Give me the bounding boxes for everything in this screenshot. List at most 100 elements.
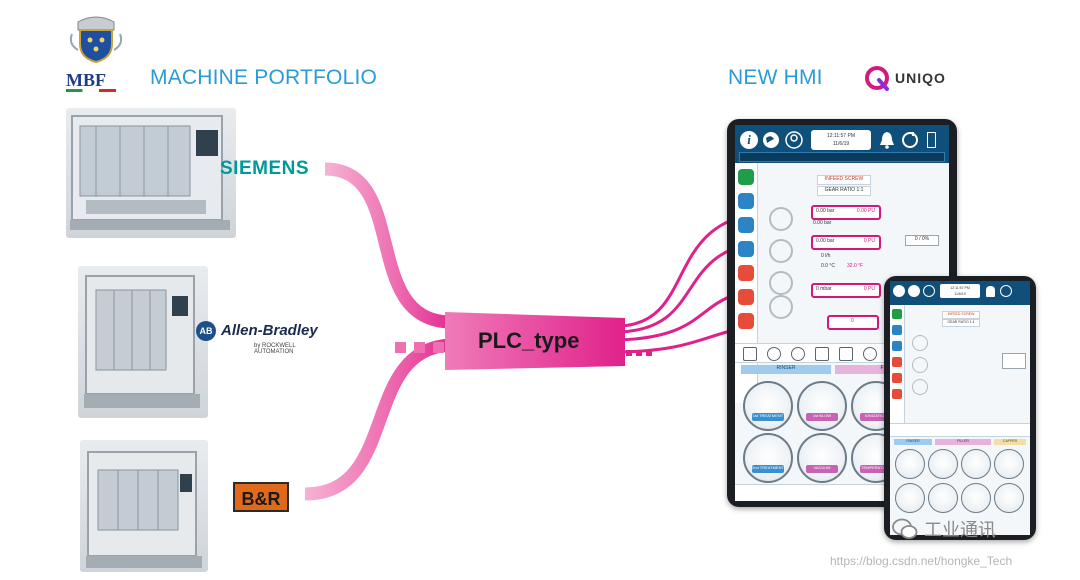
tool-icon-3[interactable] <box>791 347 805 361</box>
info-icon[interactable]: i <box>740 131 758 149</box>
extra-row-1: 0 l/h <box>821 253 831 259</box>
tool-icon-6[interactable] <box>863 347 877 361</box>
new-hmi-title: NEW HMI <box>728 66 823 89</box>
sidebar-button-5[interactable] <box>738 265 754 281</box>
uniqo-q-icon <box>865 66 889 91</box>
small-sidebar <box>890 305 905 435</box>
hmi-screen-small: 12:11:57 PM 11/6/19 INFEED SCREW GEAR RA… <box>890 281 1030 535</box>
user-icon[interactable] <box>785 131 803 149</box>
tool-icon-2[interactable] <box>767 347 781 361</box>
small-hmi-time: 12:11:57 PM <box>950 286 970 290</box>
wechat-watermark-text: 工业通讯 <box>924 520 996 541</box>
small-side-btn-5[interactable] <box>892 373 902 383</box>
hmi-tablet-small: 12:11:57 PM 11/6/19 INFEED SCREW GEAR RA… <box>884 276 1036 540</box>
small-clock-box: 12:11:57 PM 11/6/19 <box>940 284 980 298</box>
small-gauge-3 <box>961 449 991 479</box>
small-gauge-7 <box>961 483 991 513</box>
clock-box: 12:11:57 PM 11/6/19 <box>811 130 871 150</box>
small-side-btn-2[interactable] <box>892 325 902 335</box>
tool-icon-1[interactable] <box>743 347 757 361</box>
sidebar-button-4[interactable] <box>738 241 754 257</box>
globe-icon[interactable] <box>762 131 780 149</box>
small-valve-3 <box>912 379 928 395</box>
small-tab-filler[interactable]: FILLER <box>935 439 991 445</box>
ratio-box: 0 / 0% <box>905 235 939 246</box>
value-row-4: 0 <box>827 315 879 330</box>
machine-image-2 <box>78 266 208 418</box>
value-row-1b: 0.00 bar <box>813 220 832 226</box>
valve-icon-4 <box>769 295 793 319</box>
small-side-btn-6[interactable] <box>892 389 902 399</box>
tool-icon-5[interactable] <box>839 347 853 361</box>
small-gauge-1 <box>895 449 925 479</box>
small-gauge-5 <box>895 483 925 513</box>
gauge-4: 2nd TREATMENT <box>743 433 793 483</box>
sidebar-button-3[interactable] <box>738 217 754 233</box>
small-side-btn-1[interactable] <box>892 309 902 319</box>
machine-image-3 <box>80 440 208 572</box>
right-dash-3 <box>646 350 652 356</box>
machine-portfolio-title: MACHINE PORTFOLIO <box>150 66 378 89</box>
value-row-3: 0 mbar 0 PU <box>811 283 881 298</box>
sidebar-button-6[interactable] <box>738 289 754 305</box>
infeed-label: INFEED SCREW <box>817 175 871 185</box>
small-hmi-date: 11/6/19 <box>954 292 966 296</box>
wechat-icon <box>892 518 918 539</box>
value-row-1: 0.00 bar 0.00 PU <box>811 205 881 220</box>
small-valve-2 <box>912 357 928 373</box>
small-gauge-8 <box>994 483 1024 513</box>
br-flow-line <box>304 338 451 501</box>
refresh-icon[interactable] <box>901 131 919 149</box>
bell-icon[interactable] <box>879 131 895 149</box>
small-refresh-icon[interactable] <box>1000 285 1012 297</box>
mbf-text: MBF <box>66 70 106 90</box>
mbf-flag-stripe <box>66 89 116 92</box>
small-user-icon[interactable] <box>923 285 935 297</box>
wechat-watermark: 工业通讯 <box>892 516 996 542</box>
value-row-2: 0.00 bar 0 PU <box>811 235 881 250</box>
gauge-1: 1st TREATMENT <box>743 381 793 431</box>
sidebar-power-button[interactable] <box>738 169 754 185</box>
hmi-date: 11/6/19 <box>832 141 850 147</box>
uniqo-logo: UNIQO <box>864 64 946 92</box>
small-ratio-box <box>1002 353 1026 369</box>
ab-badge-icon: AB <box>196 321 216 341</box>
left-dash-1 <box>395 342 406 353</box>
plc-type-label: PLC_type <box>478 328 580 353</box>
uniqo-text: UNIQO <box>895 70 946 86</box>
gear-label: GEAR RATIO 1:1 <box>817 186 871 196</box>
small-side-btn-3[interactable] <box>892 341 902 351</box>
rockwell-text: by ROCKWELL AUTOMATION <box>254 343 296 355</box>
valve-icon-2 <box>769 239 793 263</box>
siemens-flow-line <box>324 162 451 329</box>
small-side-btn-4[interactable] <box>892 357 902 367</box>
mbf-logo: MBF <box>66 14 126 92</box>
small-gear-label: GEAR RATIO 1:1 <box>942 319 980 327</box>
battery-icon <box>927 132 936 148</box>
machine-image-1 <box>66 108 236 238</box>
small-globe-icon[interactable] <box>908 285 920 297</box>
sidebar-button-2[interactable] <box>738 193 754 209</box>
extra-row-3: 32.0 °F <box>847 263 864 269</box>
small-gauge-4 <box>994 449 1024 479</box>
valve-icon-1 <box>769 207 793 231</box>
hmi-topbar: i 12:11:57 PM 11/6/19 <box>735 125 949 163</box>
mbf-crest-icon <box>69 16 123 64</box>
small-tab-capper[interactable]: CAPPER <box>994 439 1026 445</box>
small-toolbar <box>890 423 1030 437</box>
hmi-time: 12:11:57 PM <box>827 133 855 139</box>
left-dash-2 <box>414 342 425 353</box>
small-tab-rinser[interactable]: RINSER <box>894 439 932 445</box>
sidebar-button-7[interactable] <box>738 313 754 329</box>
tool-icon-4[interactable] <box>815 347 829 361</box>
tab-rinser[interactable]: RINSER <box>741 365 831 374</box>
small-info-icon[interactable] <box>893 285 905 297</box>
small-bell-icon[interactable] <box>986 286 995 297</box>
allen-bradley-logo: AB Allen-Bradley by ROCKWELL AUTOMATION <box>196 321 331 355</box>
small-topbar: 12:11:57 PM 11/6/19 <box>890 281 1030 305</box>
small-valve-1 <box>912 335 928 351</box>
plc-type-band <box>445 312 625 370</box>
left-dash-3 <box>433 342 444 353</box>
extra-row-2: 0.0 °C <box>821 263 835 269</box>
